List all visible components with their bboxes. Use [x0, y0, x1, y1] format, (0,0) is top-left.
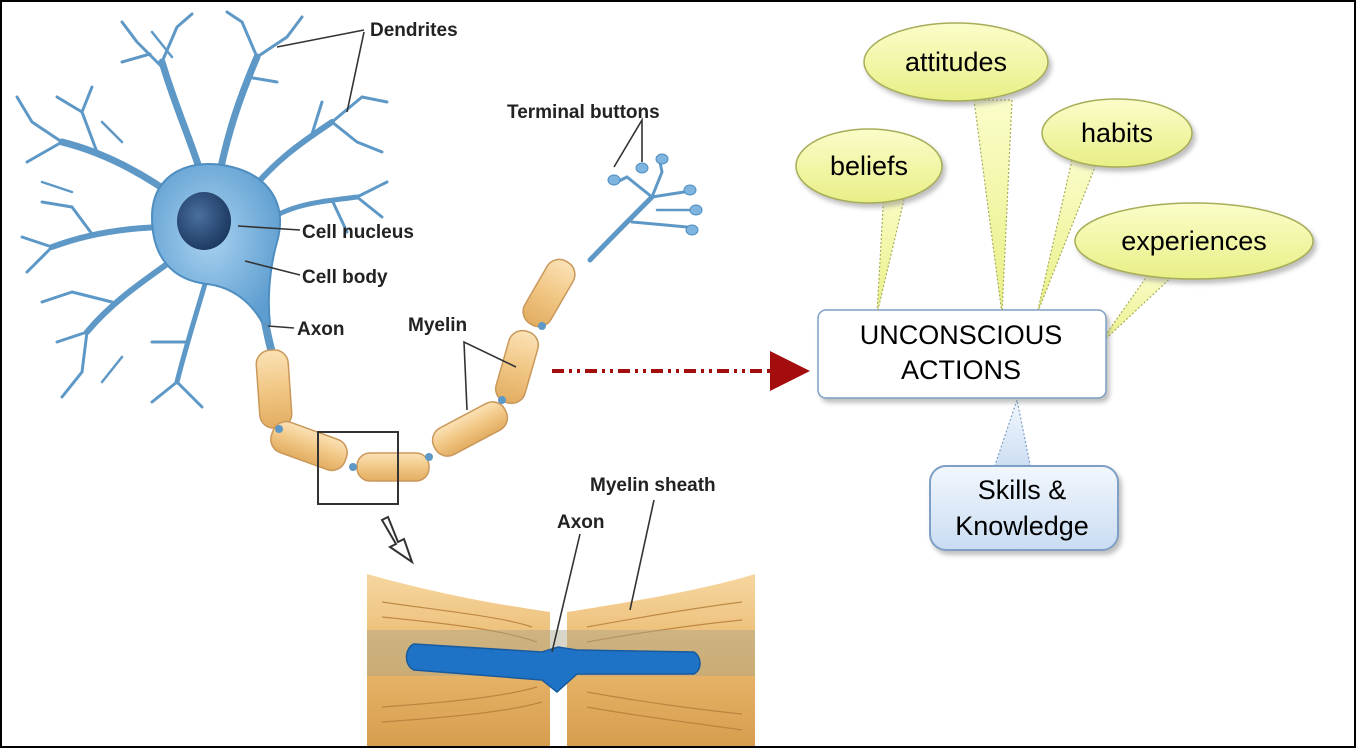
label-cell-body: Cell body — [302, 267, 388, 288]
label-terminal-buttons: Terminal buttons — [507, 102, 660, 123]
concept-map: attitudes beliefs habits experiences UNC… — [795, 22, 1314, 551]
label-myelin-sheath: Myelin sheath — [590, 475, 716, 496]
attitudes-bubble — [863, 22, 1049, 102]
beliefs-bubble — [795, 128, 943, 204]
attitudes-tail — [973, 99, 1013, 315]
main-box-line1: UNCONSCIOUS — [860, 320, 1063, 350]
habits-bubble — [1041, 98, 1193, 168]
skills-box-line1: Skills & — [978, 475, 1067, 505]
bubble-attitudes-text: attitudes — [905, 47, 1007, 77]
zoom-box — [317, 431, 399, 505]
skills-tail — [991, 397, 1033, 475]
experiences-bubble — [1074, 202, 1314, 280]
label-axon: Axon — [297, 319, 345, 340]
neuron-illustration: Dendrites Terminal buttons Cell nucleus … — [15, 10, 755, 746]
bubble-habits-text: habits — [1081, 118, 1153, 148]
label-axon-detail: Axon — [557, 512, 605, 533]
main-box-line2: ACTIONS — [901, 355, 1021, 385]
axon-core-shape — [405, 643, 701, 693]
skills-knowledge-box — [929, 465, 1119, 551]
bubble-experiences-text: experiences — [1121, 226, 1267, 256]
beliefs-tail — [876, 186, 908, 315]
skills-box-line2: Knowledge — [955, 511, 1089, 541]
unconscious-actions-box — [817, 309, 1107, 399]
myelin-segments — [255, 258, 576, 482]
label-myelin: Myelin — [408, 315, 467, 336]
label-dendrites: Dendrites — [370, 20, 458, 41]
experiences-tail — [1096, 271, 1179, 348]
terminal-branches — [587, 160, 694, 263]
cell-nucleus-shape — [177, 192, 231, 250]
label-cell-nucleus: Cell nucleus — [302, 222, 414, 243]
zoom-arrow — [380, 515, 414, 565]
terminal-buttons-shape — [607, 153, 703, 236]
myelin-sheath-detail — [367, 570, 755, 746]
bubble-beliefs-text: beliefs — [830, 151, 908, 181]
